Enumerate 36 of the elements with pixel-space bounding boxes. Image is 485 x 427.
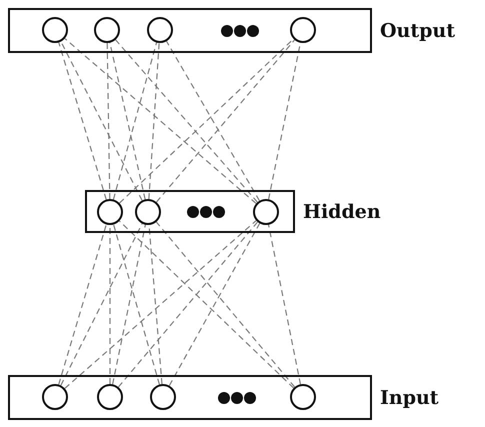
connection-line xyxy=(166,40,260,202)
neuron-circle xyxy=(42,17,68,43)
neuron-circle xyxy=(94,17,120,43)
neuron-circle xyxy=(147,17,173,43)
connection-line xyxy=(119,220,294,388)
connection-line xyxy=(113,224,160,385)
connection-line xyxy=(168,223,260,386)
neuron-circle xyxy=(150,384,176,410)
neuron-circle xyxy=(290,384,316,410)
connection-line xyxy=(119,38,294,204)
connection-line xyxy=(112,42,158,200)
connection-line xyxy=(112,224,146,384)
connection-line xyxy=(148,42,160,200)
connection-line xyxy=(118,222,258,388)
connection-line xyxy=(115,39,258,203)
connection-line xyxy=(109,225,111,384)
layer-label: Hidden xyxy=(303,200,381,222)
connection-line xyxy=(60,223,143,386)
neuron-circle xyxy=(253,199,279,225)
layer-label: Output xyxy=(380,20,456,42)
layer-label: Input xyxy=(380,386,439,408)
connection-line xyxy=(156,40,295,202)
connection-line xyxy=(156,222,296,388)
neuron-circle xyxy=(135,199,161,225)
connection-line xyxy=(109,42,146,200)
connection-line xyxy=(58,224,107,385)
connection-line xyxy=(106,43,110,199)
connection-line xyxy=(64,220,257,389)
neuron-circle xyxy=(42,384,68,410)
neuron-circle xyxy=(290,17,316,43)
connection-line xyxy=(60,41,143,201)
connection-line xyxy=(58,42,107,200)
connection-line xyxy=(268,224,301,384)
connection-line xyxy=(64,38,257,204)
neuron-circle xyxy=(97,384,123,410)
neuron-circle xyxy=(97,199,123,225)
